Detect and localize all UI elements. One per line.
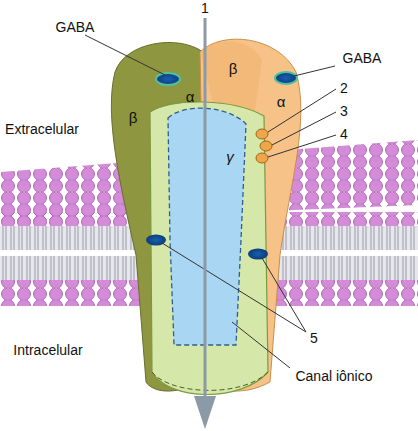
region-label: Intracelular [13,343,82,357]
beta-subunit-right [200,42,262,110]
region-label: Extracelular [5,122,79,136]
site-5 [248,249,268,260]
gaba-site [156,73,180,85]
leader-line [268,89,336,132]
site-4 [256,153,268,163]
subunit-label: α [277,94,286,109]
ion-flow-arrowhead [194,396,216,429]
gamma-subunit [150,102,268,395]
callout-number: 3 [340,104,348,118]
callout-number: 1 [201,1,209,15]
ion-flow-arrow [204,18,207,398]
leader-line [294,66,335,76]
callout-number: 5 [310,331,318,345]
site-3 [260,141,272,151]
gaba-site [275,72,297,84]
subunit-label: β [229,61,238,76]
leader-line [268,135,336,157]
ion-channel-pore [168,108,246,345]
ligand-label: GABA [343,51,382,65]
leader-line [232,322,290,368]
ligand-label: GABA [56,20,95,34]
subunit-label: γ [226,149,234,164]
part-label: Canal iônico [295,369,372,383]
leader-line [85,35,165,75]
callout-number: 2 [340,81,348,95]
leader-line [262,258,306,332]
subunit-label: β [129,110,138,125]
callout-number: 4 [340,127,348,141]
subunit-label: α [186,89,195,104]
leader-line [272,112,336,145]
channel-bottom-outline [152,372,268,390]
site-2 [256,129,268,139]
leader-line [162,243,306,332]
